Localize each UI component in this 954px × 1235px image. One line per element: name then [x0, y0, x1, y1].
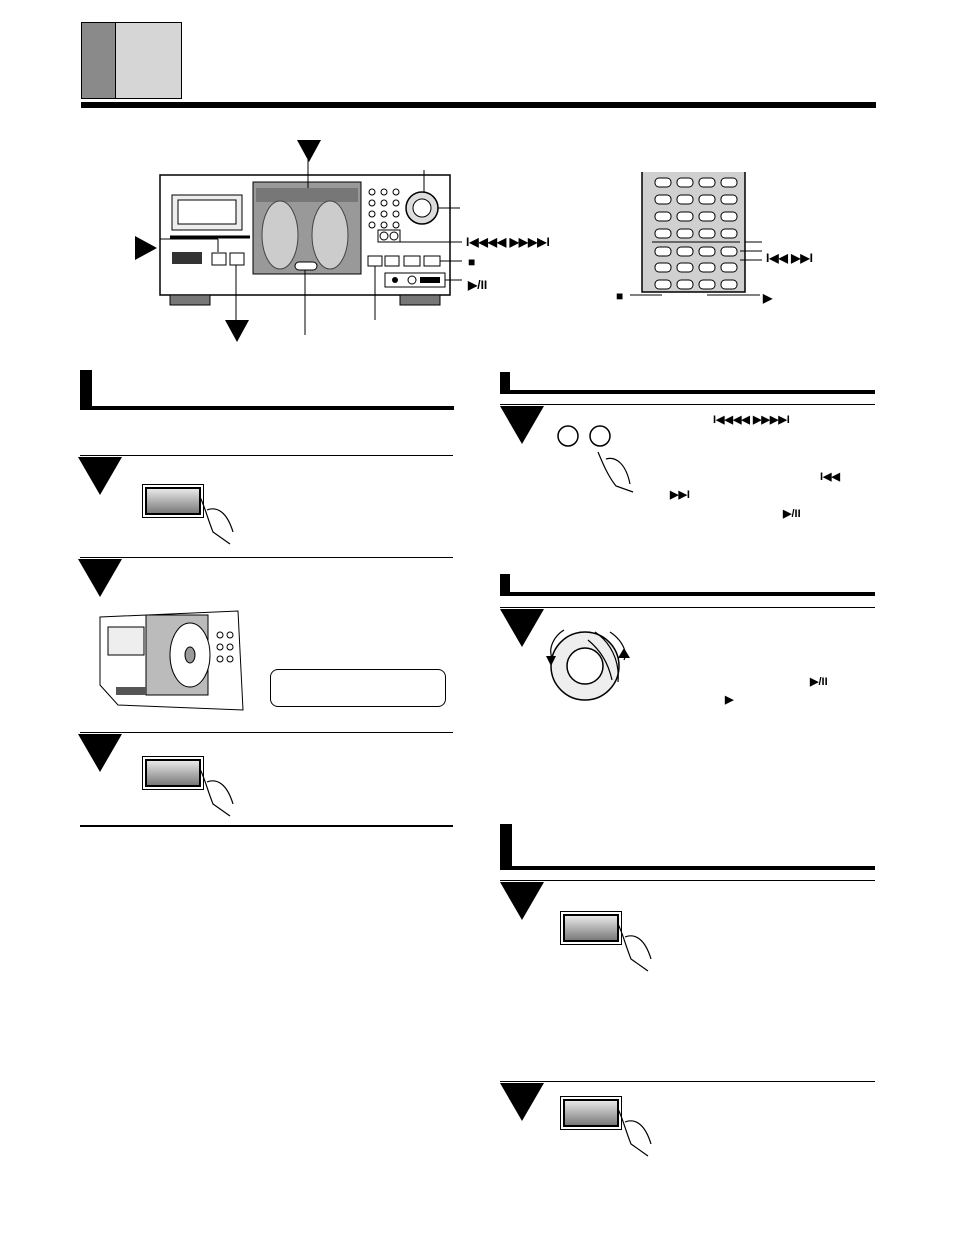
callout-box	[270, 669, 446, 707]
step-marker-icon	[78, 457, 122, 495]
remote-diagram	[600, 170, 840, 310]
section-header-left	[80, 370, 454, 410]
dial-playpause-inline: ▶/II	[810, 676, 828, 688]
remote-skip-label: I◀◀ ▶▶I	[766, 251, 813, 265]
step-divider	[500, 404, 875, 405]
section-header-dial	[500, 574, 875, 596]
step-divider	[80, 732, 453, 733]
finger-press-icon	[199, 768, 234, 817]
step-divider	[80, 455, 453, 456]
remote-play-label: ▶	[763, 291, 773, 305]
finger-press-icon	[617, 923, 652, 972]
step-marker-icon	[500, 882, 544, 920]
pointer-arrow-icon	[135, 236, 157, 260]
function-button-illustration	[563, 1099, 619, 1127]
remote-control-illustration	[630, 172, 762, 296]
skip-prev-inline: I◀◀	[820, 471, 840, 483]
step-marker-icon	[500, 406, 544, 444]
skip-search-inline: I◀◀◀◀ ▶▶▶▶I	[713, 414, 790, 426]
player-front-panel-illustration	[159, 158, 462, 335]
step-marker-icon	[500, 1083, 544, 1121]
stop-label: ■	[468, 255, 476, 269]
skip-playpause-inline: ▶/II	[783, 508, 801, 520]
step-marker-icon	[78, 734, 122, 772]
step-marker-icon	[500, 609, 544, 647]
skip-buttons-illustration	[557, 425, 634, 493]
player-diagram	[100, 140, 580, 350]
section-header-right	[500, 824, 875, 870]
finger-press-icon	[617, 1108, 652, 1157]
dial-play-inline: ▶	[725, 694, 734, 706]
skip-next-inline: ▶▶I	[670, 489, 690, 501]
function-button-illustration	[563, 914, 619, 942]
header-rule	[81, 102, 876, 108]
disc-loading-illustration	[99, 610, 244, 711]
finger-press-icon	[199, 496, 234, 545]
step-divider	[500, 880, 875, 881]
open-close-button-illustration	[145, 759, 201, 787]
step-divider	[500, 1081, 875, 1082]
play-pause-label: ▶/II	[468, 278, 488, 292]
pointer-arrow-icon	[297, 140, 321, 162]
skip-search-label: I◀◀◀◀ ▶▶▶▶I	[466, 235, 550, 249]
step-marker-icon	[78, 559, 122, 597]
column-rule	[80, 825, 453, 827]
pointer-arrow-icon	[225, 320, 249, 342]
remote-stop-label: ■	[616, 289, 624, 303]
section-header-skip	[500, 372, 875, 394]
step-divider	[80, 557, 453, 558]
chapter-tab-dark	[81, 22, 116, 99]
jog-dial-illustration	[546, 629, 630, 701]
chapter-tab-light	[115, 22, 182, 99]
step-divider	[500, 607, 875, 608]
open-close-button-illustration	[145, 487, 201, 515]
